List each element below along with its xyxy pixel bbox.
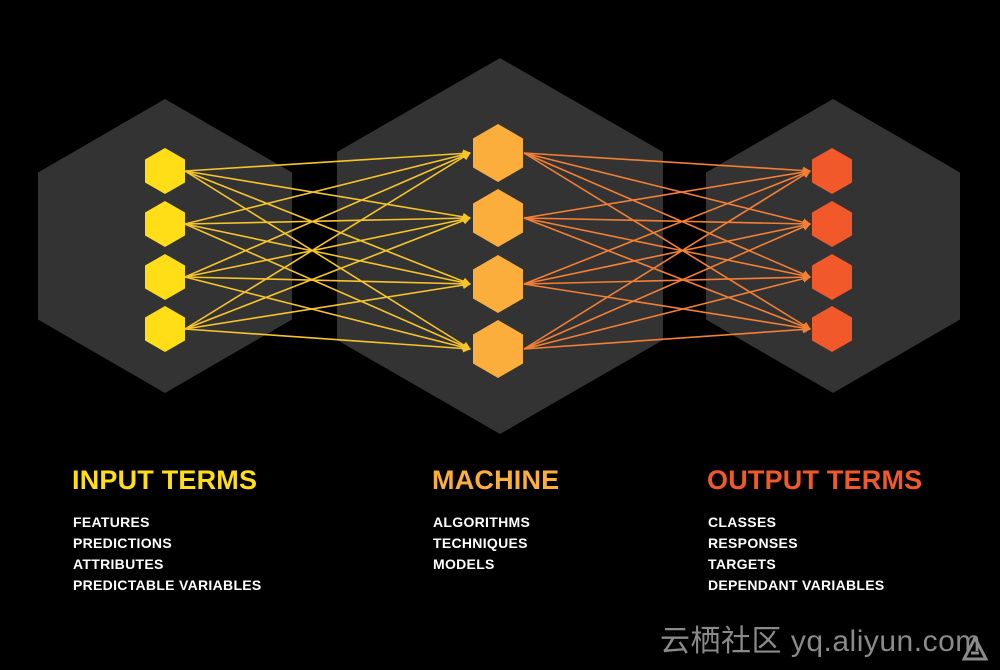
input-to-machine-edge [184,223,471,350]
input-to-machine-edge [184,276,471,288]
output-terms-list: CLASSES RESPONSES TARGETS DEPENDANT VARI… [707,512,922,596]
machine-to-output-edge [523,170,811,350]
machine-to-output-edge [523,152,811,227]
input-node [145,148,185,194]
machine-to-output-edge [523,325,811,350]
neural-network-diagram [38,58,960,434]
input-to-machine-edge [184,276,471,352]
output-node [812,148,852,194]
machine-node [473,320,523,378]
input-to-machine-edge [184,223,471,287]
machine-node [473,189,523,247]
input-to-machine-edge [184,170,471,221]
machine-to-output-edge [523,152,811,330]
input-to-machine-edge [184,149,471,172]
input-to-machine-edge [184,216,471,330]
input-term: FEATURES [73,514,150,530]
input-to-machine-edge [184,328,471,353]
input-term: PREDICTIONS [73,535,172,551]
machine-to-output-edge [523,221,811,285]
input-to-machine-edge [184,215,471,278]
machine-layer-hexagon [337,58,663,434]
machine-heading: MACHINE [432,465,560,495]
machine-to-output-edge [523,168,811,219]
machine-to-output-edge [523,283,811,332]
output-term: DEPENDANT VARIABLES [708,577,885,593]
machine-to-output-edge [523,217,811,228]
output-node [812,254,852,300]
machine-column: MACHINE ALGORITHMS TECHNIQUES MODELS [432,462,559,575]
machine-to-output-edge [523,169,811,285]
input-node [145,306,185,352]
output-terms-column: OUTPUT TERMS CLASSES RESPONSES TARGETS D… [707,462,922,596]
machine-to-output-edge [523,152,811,175]
machine-to-output-edge [523,217,811,280]
input-terms-column: INPUT TERMS FEATURES PREDICTIONS ATTRIBU… [72,462,262,596]
machine-term: TECHNIQUES [433,535,528,551]
input-term: PREDICTABLE VARIABLES [73,577,262,593]
machine-to-output-edge [523,152,811,278]
input-to-machine-edge [184,170,471,286]
input-to-machine-edge [184,150,471,225]
output-node [812,201,852,247]
machine-node [473,255,523,313]
input-terms-list: FEATURES PREDICTIONS ATTRIBUTES PREDICTA… [72,512,262,596]
input-to-machine-edge [184,152,471,278]
output-node [812,306,852,352]
machine-to-output-edge [523,223,811,350]
input-to-machine-edge [184,281,471,330]
input-node [145,201,185,247]
input-node [145,254,185,300]
watermark-text: 云栖社区 yq.aliyun.com [660,625,981,658]
machine-to-output-edge [523,274,811,350]
machine-terms-list: ALGORITHMS TECHNIQUES MODELS [432,512,559,575]
output-term: CLASSES [708,514,777,530]
machine-to-output-edge [523,273,811,285]
output-term: TARGETS [708,556,776,572]
input-to-machine-edge [184,152,471,330]
machine-term: MODELS [433,556,495,572]
output-term: RESPONSES [708,535,798,551]
input-term: ATTRIBUTES [73,556,164,572]
input-terms-heading: INPUT TERMS [72,465,258,495]
aliyun-logo-icon [962,636,988,661]
machine-node [473,124,523,182]
machine-term: ALGORITHMS [433,514,531,530]
output-terms-heading: OUTPUT TERMS [707,465,923,495]
input-to-machine-edge [184,214,471,225]
input-to-machine-edge [184,170,471,350]
machine-to-output-edge [523,217,811,331]
